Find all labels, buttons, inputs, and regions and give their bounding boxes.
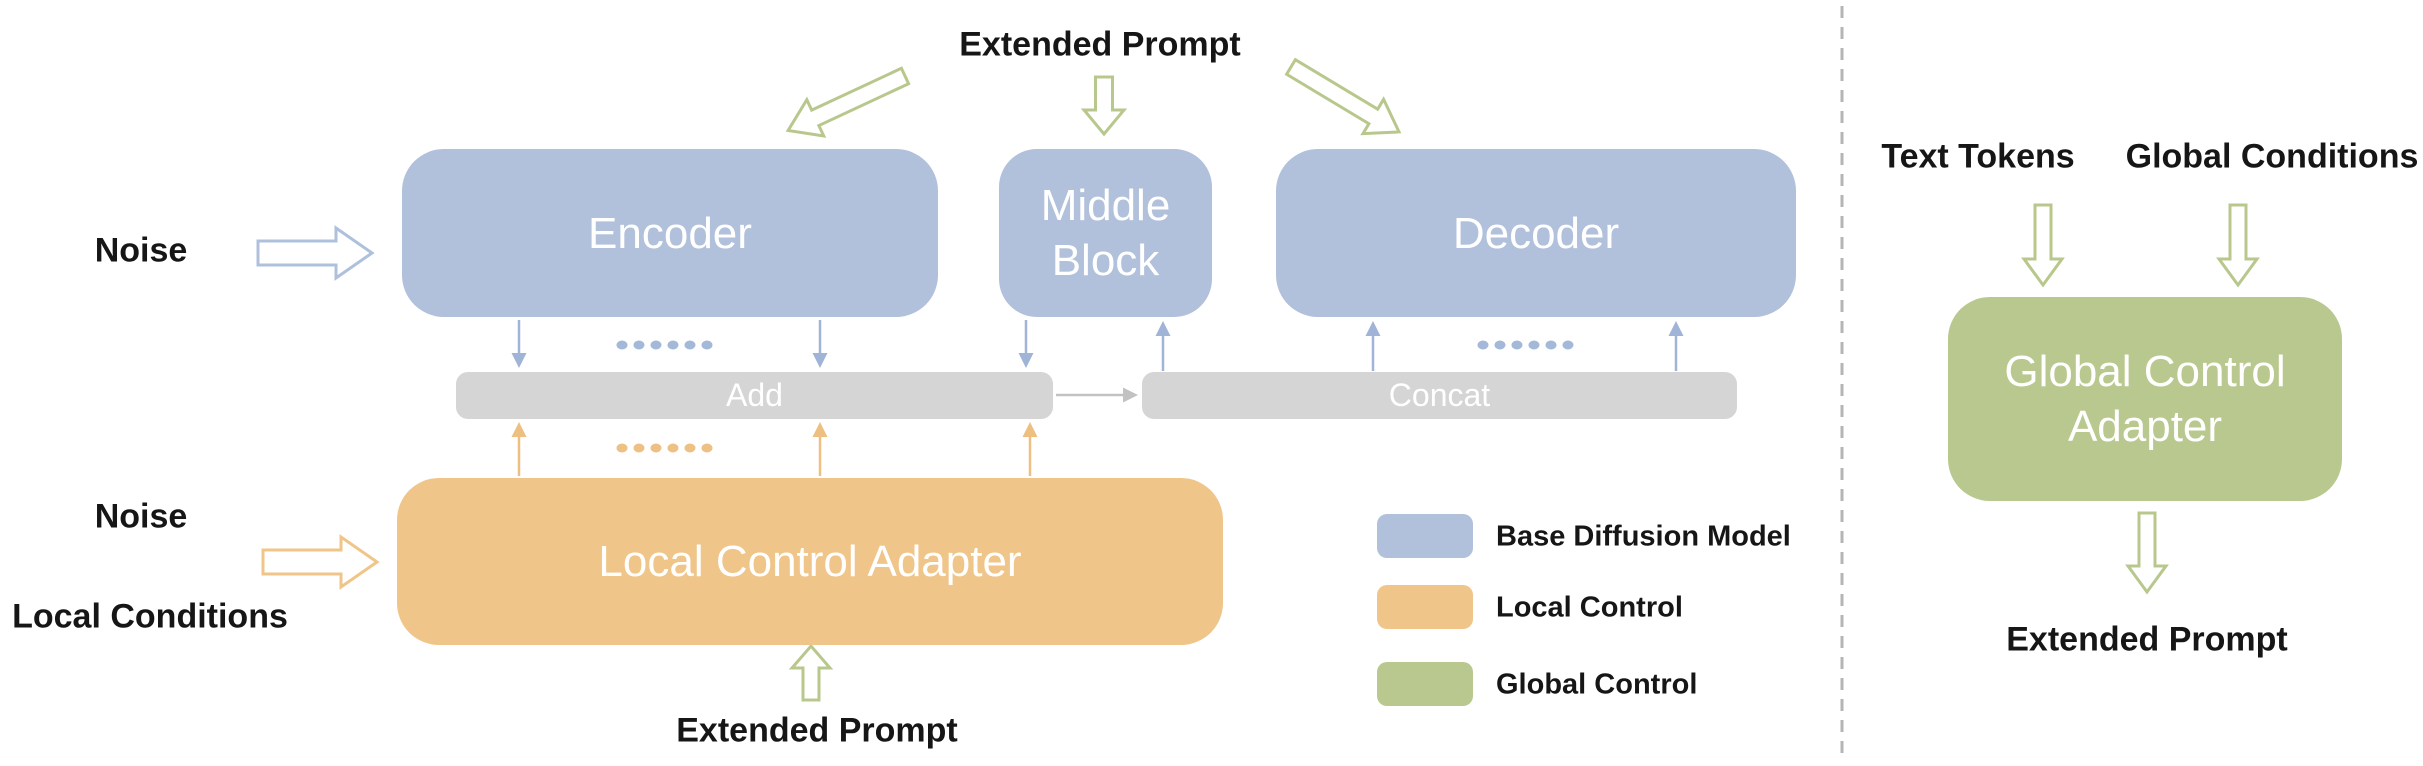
- encoder-to-add-arrows: [511, 320, 1034, 368]
- noise-top-label: Noise: [94, 231, 188, 270]
- noise-bottom-label: Noise: [94, 497, 188, 536]
- noise-to-encoder-arrow: [256, 225, 375, 281]
- legend-label-global-control: Global Control: [1496, 668, 1698, 701]
- extended-prompt-bottom-label: Extended Prompt: [676, 711, 958, 750]
- legend-swatch-global-control: [1377, 662, 1473, 706]
- adapter-skip-ellipsis-dots: [616, 443, 713, 453]
- extended-prompt-top-label: Extended Prompt: [959, 25, 1241, 64]
- concat-bar: Concat: [1142, 372, 1737, 419]
- global-control-adapter-block: Global Control Adapter: [1948, 297, 2342, 501]
- add-bar: Add: [456, 372, 1053, 419]
- extended-prompt-output-arrow: [2125, 511, 2169, 595]
- encoder-block: Encoder: [402, 149, 938, 317]
- legend-label-local-control: Local Control: [1496, 591, 1683, 624]
- adapter-to-add-arrows: [511, 422, 1038, 476]
- middle-block: Middle Block: [999, 149, 1212, 317]
- global-conditions-input-arrow: [2216, 203, 2260, 288]
- concat-to-decoder-arrows: [1155, 321, 1684, 371]
- legend-swatch-local-control: [1377, 585, 1473, 629]
- text-tokens-label: Text Tokens: [1881, 137, 2075, 176]
- encoder-skip-ellipsis-dots: [616, 340, 713, 350]
- legend-swatch-base-diffusion: [1377, 514, 1473, 558]
- global-conditions-label: Global Conditions: [2125, 137, 2419, 176]
- text-tokens-input-arrow: [2021, 203, 2065, 288]
- legend-label-base-diffusion: Base Diffusion Model: [1496, 520, 1791, 553]
- extended-prompt-output-label: Extended Prompt: [2006, 620, 2288, 659]
- local-control-adapter-block: Local Control Adapter: [397, 478, 1223, 645]
- local-conditions-label: Local Conditions: [12, 597, 288, 636]
- conditions-to-adapter-arrow: [261, 534, 380, 590]
- decoder-block: Decoder: [1276, 149, 1796, 317]
- extended-prompt-to-middle-arrow: [1080, 75, 1128, 137]
- decoder-skip-ellipsis-dots: [1477, 340, 1574, 350]
- extended-prompt-to-encoder-arrow: [785, 66, 911, 138]
- extended-prompt-to-adapter-arrow: [788, 643, 834, 702]
- extended-prompt-to-decoder-arrow: [1284, 57, 1402, 136]
